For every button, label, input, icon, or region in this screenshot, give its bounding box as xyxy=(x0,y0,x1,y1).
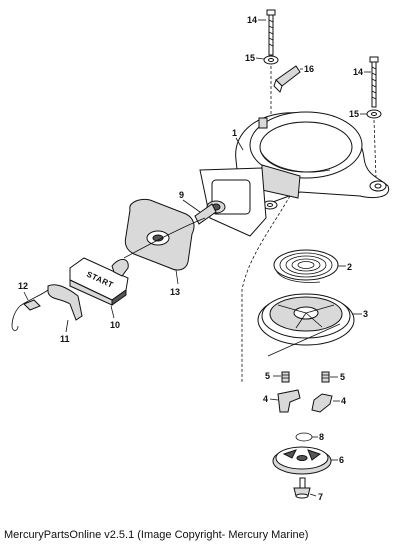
callout-14-right: 14 xyxy=(353,67,363,77)
bolt-14-left[interactable] xyxy=(266,9,276,56)
pawl-spring-5-right[interactable] xyxy=(321,371,330,383)
screw-7[interactable] xyxy=(293,477,311,499)
callout-3: 3 xyxy=(363,309,368,319)
callout-8: 8 xyxy=(319,432,324,442)
callout-9: 9 xyxy=(179,190,184,200)
callout-4-left: 4 xyxy=(263,394,268,404)
callout-12: 12 xyxy=(18,281,28,291)
cable-link-11[interactable] xyxy=(11,284,83,331)
callout-15-right: 15 xyxy=(349,109,359,119)
washer-15-left[interactable] xyxy=(263,55,279,65)
plate-13[interactable] xyxy=(124,199,195,271)
clip-16[interactable] xyxy=(273,65,301,93)
callout-4-right: 4 xyxy=(341,396,346,406)
callout-5-left: 5 xyxy=(265,371,270,381)
callout-7: 7 xyxy=(318,492,323,502)
callout-13: 13 xyxy=(170,287,180,297)
callout-16: 16 xyxy=(304,64,314,74)
callout-1: 1 xyxy=(232,128,237,138)
callout-2: 2 xyxy=(347,262,352,272)
exploded-parts-diagram: 14 15 16 14 15 xyxy=(11,9,390,502)
retainer-clip-8[interactable] xyxy=(295,432,313,442)
clip-12[interactable] xyxy=(23,299,41,311)
callout-5-right: 5 xyxy=(340,372,345,382)
pawl-4-right[interactable] xyxy=(311,393,333,413)
recoil-spring-2[interactable] xyxy=(273,249,339,283)
start-handle-10[interactable]: START xyxy=(69,257,129,306)
washer-15-right[interactable] xyxy=(366,109,382,119)
pawl-4-left[interactable] xyxy=(277,389,301,413)
callout-6: 6 xyxy=(339,455,344,465)
drive-plate-6[interactable] xyxy=(272,446,332,475)
copyright-caption: MercuryPartsOnline v2.5.1 (Image Copyrig… xyxy=(4,529,309,541)
callout-14-left: 14 xyxy=(247,15,257,25)
rope-pulley-3[interactable] xyxy=(257,293,355,357)
callout-10: 10 xyxy=(110,320,120,330)
pawl-spring-5-left[interactable] xyxy=(281,371,290,383)
bolt-14-right[interactable] xyxy=(369,56,379,108)
callout-15-left: 15 xyxy=(245,53,255,63)
callout-11: 11 xyxy=(60,334,70,344)
starter-housing-1[interactable] xyxy=(199,111,390,237)
